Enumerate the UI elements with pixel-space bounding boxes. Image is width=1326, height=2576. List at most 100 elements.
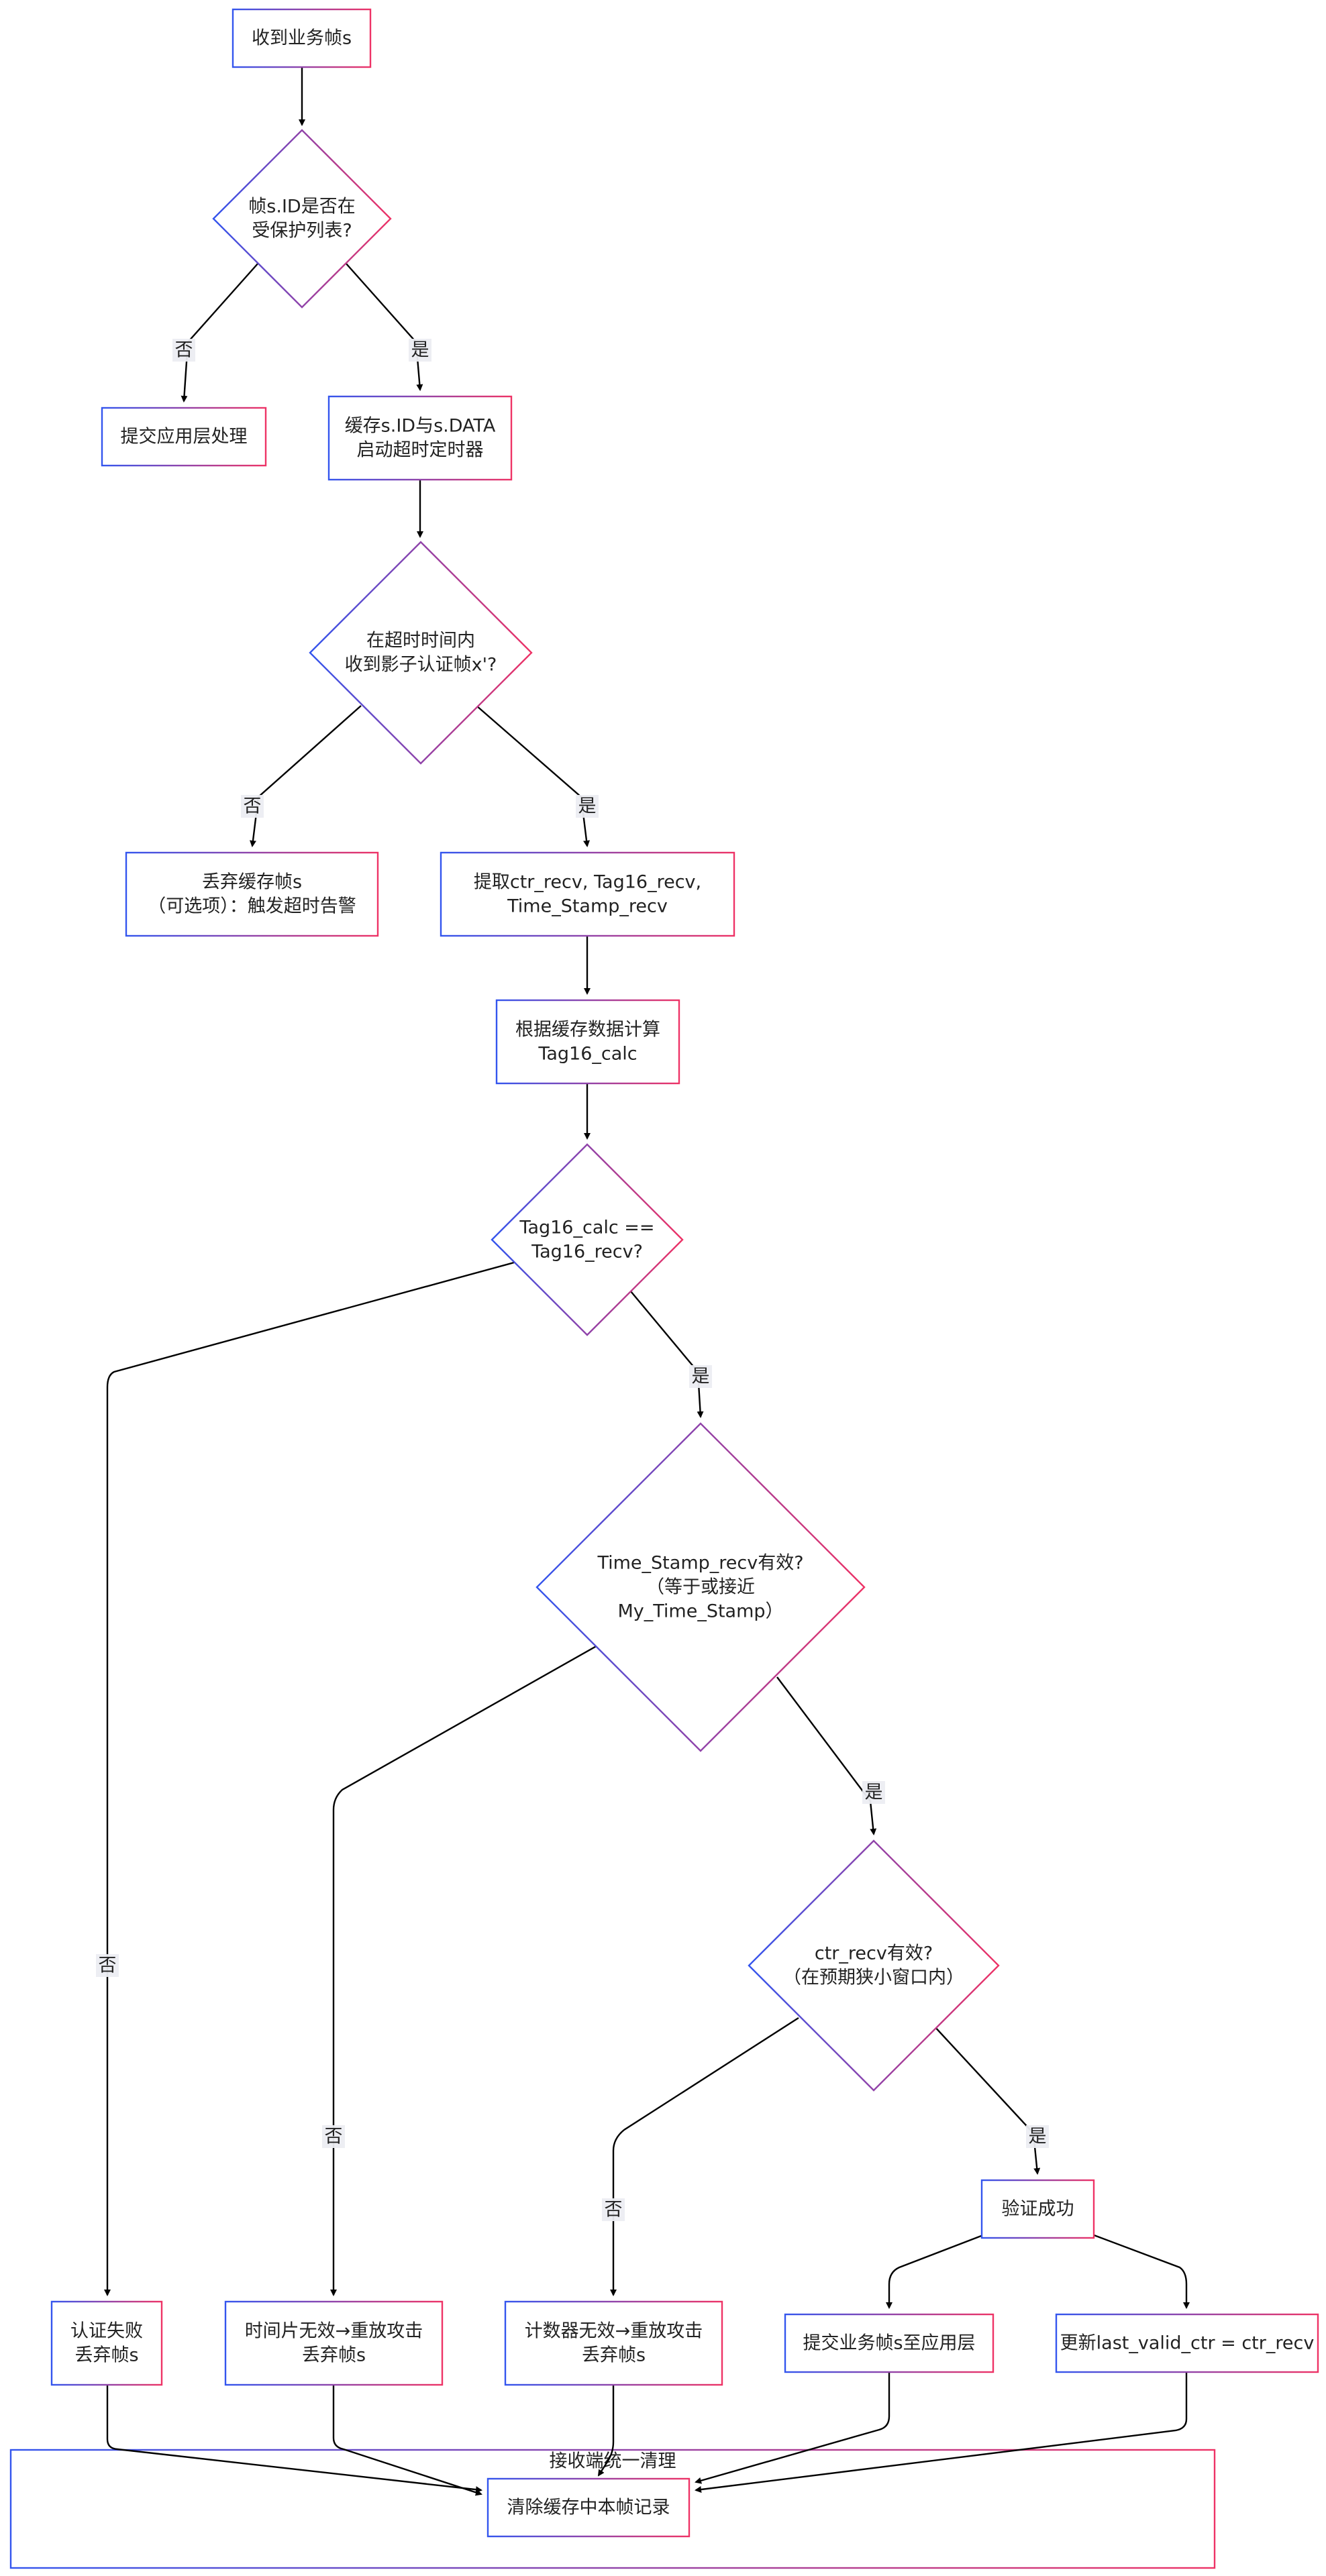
node-text-line: 根据缓存数据计算: [515, 1020, 660, 1040]
edge-label-bg: [172, 339, 195, 362]
edge-check-id-no: [181, 262, 259, 402]
node-box: [504, 2300, 723, 2386]
edge-label-text: 是: [692, 1366, 710, 1387]
edge-label-text: 是: [411, 340, 429, 361]
edge-label-bg: [862, 1781, 885, 1804]
decision-shape: [212, 129, 392, 309]
node-text-line: 计数器无效→重放攻击: [525, 2321, 703, 2342]
node-text-line: 丢弃帧s: [302, 2345, 366, 2366]
node-text-line: 提取ctr_recv, Tag16_recv,: [474, 872, 701, 893]
edge-label-text: 否: [175, 340, 193, 361]
node-text-line: 缓存s.ID与s.DATA: [345, 416, 496, 437]
node-box: [327, 395, 513, 481]
edge-check-ts-yes: [776, 1676, 877, 1835]
edge-check-id-yes: [345, 262, 423, 391]
edge-check-ts-no-label: 否: [322, 2125, 345, 2148]
node-start: 收到业务帧s: [232, 8, 372, 68]
edge-check-shadow-no: [250, 705, 362, 847]
cluster-title: 接收端统一清理: [550, 2451, 676, 2472]
node-submit-app: 提交应用层处理: [101, 407, 267, 467]
edge-label-text: 否: [244, 796, 262, 817]
edge-label-bg: [322, 2125, 345, 2148]
edge-check-shadow-yes: [476, 705, 590, 847]
node-text-line: Time_Stamp_recv: [507, 896, 668, 917]
edge-update-to-clear: [695, 2372, 1188, 2493]
node-text-line: 提交应用层处理: [121, 427, 248, 447]
decision-shape: [536, 1422, 866, 1752]
decision-shape: [309, 541, 533, 765]
node-text-line: 验证成功: [1002, 2199, 1074, 2220]
edge-check-tag-yes-label: 是: [689, 1365, 712, 1388]
node-update-ctr: 更新last_valid_ctr = ctr_recv: [1055, 2313, 1319, 2373]
node-text-line: 更新last_valid_ctr = ctr_recv: [1060, 2333, 1315, 2354]
node-box: [1055, 2313, 1319, 2373]
node-text-line: My_Time_Stamp）: [617, 1601, 783, 1622]
edge-label-text: 是: [865, 1782, 883, 1803]
node-text-line: ctr_recv有效?: [815, 1943, 933, 1964]
edge-label-bg: [96, 1954, 119, 1977]
edge-label-bg: [576, 795, 599, 818]
node-submit-frame: 提交业务帧s至应用层: [784, 2313, 994, 2373]
edge-check-id-no-label: 否: [172, 339, 195, 362]
edge-submit-to-clear: [695, 2372, 890, 2484]
node-box: [125, 851, 379, 937]
edge-check-tag-yes: [630, 1291, 704, 1418]
node-text-line: 帧s.ID是否在: [248, 197, 355, 217]
edge-check-ctr-yes: [932, 2024, 1041, 2175]
edge-check-ctr-no-label: 否: [602, 2198, 625, 2221]
node-box: [101, 407, 267, 467]
edge-label-text: 否: [605, 2200, 623, 2220]
node-text-line: Tag16_calc: [538, 1044, 637, 1065]
edge-label-bg: [1026, 2125, 1049, 2148]
edge-ctr-invalid-to-clear: [597, 2385, 615, 2477]
node-extract: 提取ctr_recv, Tag16_recv, Time_Stamp_recv: [440, 851, 735, 937]
edge-label-bg: [409, 339, 431, 362]
node-discard-timeout: 丢弃缓存帧s （可选项）：触发超时告警: [125, 851, 379, 937]
edge-label-text: 是: [578, 796, 597, 817]
node-box: [50, 2300, 163, 2386]
decision-check-tag: Tag16_calc == Tag16_recv?: [491, 1143, 684, 1336]
node-text-line: 认证失败: [70, 2321, 143, 2342]
node-verify-ok: 验证成功: [980, 2179, 1095, 2239]
node-text-line: 清除缓存中本帧记录: [507, 2498, 670, 2518]
edge-check-shadow-no-label: 否: [241, 795, 264, 818]
edge-check-tag-no: [104, 1261, 515, 2296]
edge-label-bg: [602, 2198, 625, 2221]
node-text-line: 丢弃帧s: [74, 2345, 138, 2366]
edge-check-ctr-no: [610, 2017, 799, 2296]
edge-ts-invalid-to-clear: [332, 2385, 482, 2496]
node-text-line: Tag16_calc ==: [519, 1218, 654, 1238]
node-text-line: 丢弃缓存帧s: [202, 872, 302, 893]
node-text-line: Tag16_recv?: [531, 1242, 643, 1263]
node-text-line: 提交业务帧s至应用层: [803, 2333, 975, 2354]
node-box: [232, 8, 372, 68]
edge-check-tag-no-label: 否: [96, 1954, 119, 1977]
edge-label-text: 否: [325, 2127, 343, 2147]
node-text-line: 在超时时间内: [366, 631, 475, 651]
edge-check-shadow-yes-label: 是: [576, 795, 599, 818]
node-text-line: （可选项）：触发超时告警: [148, 896, 356, 917]
node-calc-tag: 根据缓存数据计算 Tag16_calc: [495, 999, 680, 1085]
node-text-line: （等于或接近: [646, 1577, 755, 1598]
edge-verify-to-update: [1090, 2233, 1190, 2309]
edge-check-ts-yes-label: 是: [862, 1781, 885, 1804]
node-text-line: 收到业务帧s: [252, 28, 352, 49]
node-box: [495, 999, 680, 1085]
edge-check-ts-no: [330, 1644, 599, 2296]
edge-label-bg: [241, 795, 264, 818]
node-text-line: （在预期狭小窗口内）: [783, 1968, 964, 1988]
edge-label-bg: [689, 1365, 712, 1388]
node-box: [487, 2477, 691, 2538]
decision-shape: [748, 1839, 1000, 2092]
node-cache: 缓存s.ID与s.DATA 启动超时定时器: [327, 395, 513, 481]
edge-check-id-yes-label: 是: [409, 339, 431, 362]
node-box: [440, 851, 735, 937]
node-text-line: 启动超时定时器: [357, 440, 484, 461]
node-clear-cache: 清除缓存中本帧记录: [487, 2477, 691, 2538]
